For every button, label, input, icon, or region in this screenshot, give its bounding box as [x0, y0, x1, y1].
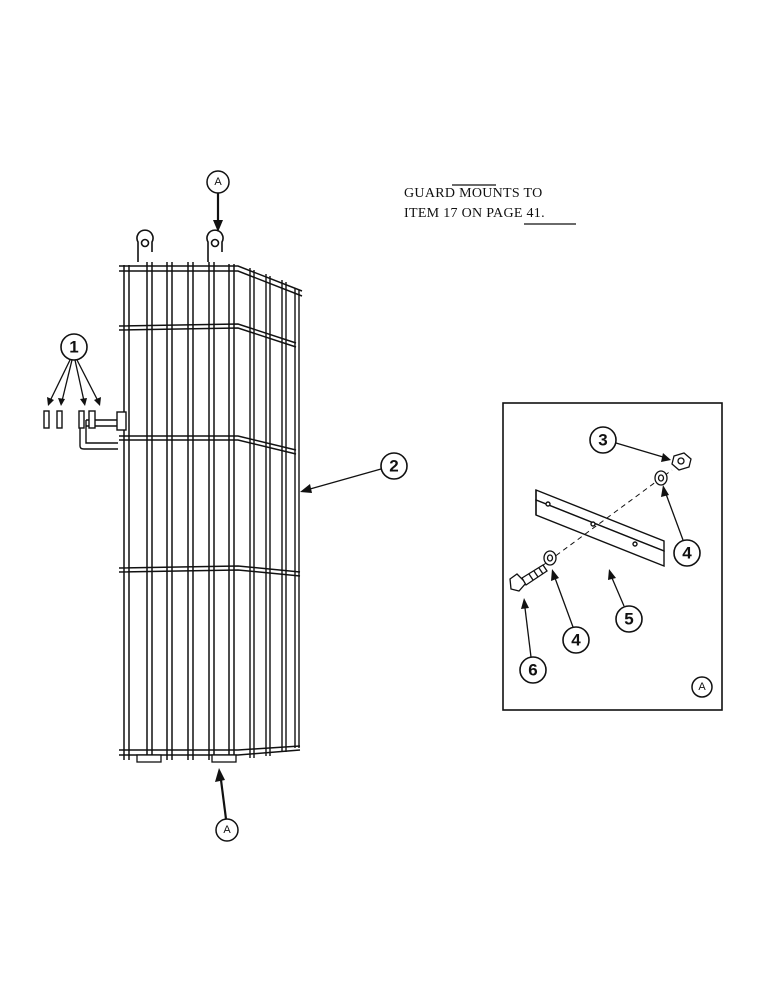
callout-6: 6 [519, 598, 547, 684]
callout-2: 2 [300, 452, 408, 493]
wire-guard [118, 229, 303, 763]
callout-5: 5 [608, 569, 643, 633]
nut [88, 410, 96, 429]
j-bolt [79, 419, 118, 450]
guard-rings [118, 265, 303, 756]
callout-4-bottom: 4 [551, 569, 590, 654]
callout-4-right: 4 [661, 485, 701, 567]
washer-bottom [543, 550, 557, 566]
guard-front-bars [123, 262, 235, 760]
note-line-1: GUARD MOUNTS TO [404, 186, 543, 201]
callout-3-label: 3 [598, 431, 607, 450]
washer-3 [78, 410, 85, 429]
mounting-hardware [43, 410, 127, 450]
callout-4-right-label: 4 [682, 544, 692, 563]
hex-nut [671, 452, 692, 471]
callout-4-bottom-label: 4 [571, 631, 581, 650]
view-ref-bottom-label: A [223, 824, 231, 836]
hex-bolt [509, 564, 548, 592]
callout-3: 3 [589, 426, 671, 462]
guard-side-bars [249, 268, 300, 758]
callout-6-label: 6 [528, 661, 537, 680]
washer-1 [43, 410, 50, 429]
view-ref-top: A [206, 170, 230, 232]
view-ref-bottom: A [215, 768, 239, 842]
guard-hook-left [136, 229, 154, 262]
callout-1: 1 [47, 333, 101, 406]
callout-1-label: 1 [69, 338, 78, 357]
callout-2-label: 2 [389, 457, 398, 476]
note-line-2: ITEM 17 ON PAGE 41. [404, 206, 545, 221]
mounting-plate [535, 488, 665, 568]
guard-bottom-tabs [136, 754, 237, 763]
view-ref-inset-label: A [698, 681, 706, 693]
guard-hook-right [206, 229, 224, 262]
bolt-head [116, 411, 127, 431]
callout-5-label: 5 [624, 610, 633, 629]
washer-top [654, 470, 668, 486]
washer-2 [56, 410, 63, 429]
view-ref-inset: A [691, 676, 713, 698]
inset-detail: 3 4 4 5 6 [502, 402, 723, 711]
view-ref-top-label: A [214, 176, 222, 188]
